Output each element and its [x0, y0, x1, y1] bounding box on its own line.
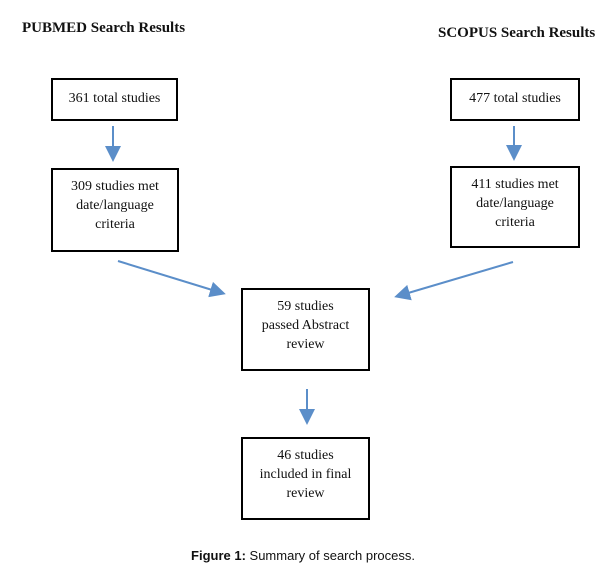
final-review-box: 46 studies included in final review	[241, 437, 370, 520]
pubmed-criteria-box: 309 studies met date/language criteria	[51, 168, 179, 252]
scopus-criteria-text: 411 studies met date/language criteria	[471, 177, 559, 230]
abstract-review-text: 59 studies passed Abstract review	[261, 299, 350, 352]
abstract-review-box: 59 studies passed Abstract review	[241, 288, 370, 371]
arrow-pubmed-to-abstract	[117, 260, 226, 298]
pubmed-total-text: 361 total studies	[68, 91, 161, 106]
pubmed-total-box: 361 total studies	[51, 78, 178, 121]
scopus-total-text: 477 total studies	[469, 91, 561, 106]
pubmed-criteria-text: 309 studies met date/language criteria	[71, 179, 159, 232]
figure-caption-text: Summary of search process.	[245, 548, 415, 563]
arrow-scopus-to-abstract	[394, 261, 514, 301]
scopus-criteria-box: 411 studies met date/language criteria	[450, 166, 580, 248]
final-review-text: 46 studies included in final review	[259, 448, 352, 501]
figure-caption-label: Figure 1:	[191, 548, 246, 563]
pubmed-heading: PUBMED Search Results	[22, 20, 186, 36]
figure-caption: Figure 1: Summary of search process.	[0, 548, 606, 563]
scopus-total-box: 477 total studies	[450, 78, 580, 121]
scopus-heading: SCOPUS Search Results	[438, 25, 596, 41]
